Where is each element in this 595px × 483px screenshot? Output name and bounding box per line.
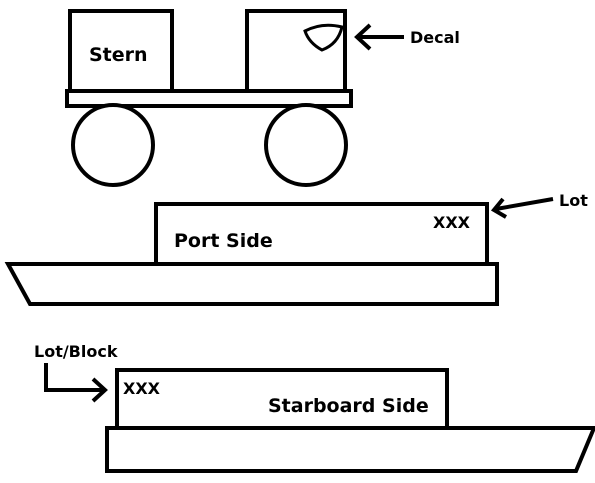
decal-shield-icon [303, 23, 344, 52]
lot-block-arrow-right-icon [91, 377, 108, 403]
lot-label: Lot [559, 191, 588, 210]
lot-arrow-shaft [495, 197, 554, 211]
starboard-side-view: Lot/Block XXX Starboard Side [34, 342, 595, 473]
stern-right-box [245, 9, 347, 93]
starboard-side-label: Starboard Side [268, 395, 429, 417]
port-side-label: Port Side [174, 230, 273, 252]
port-cabin [154, 202, 489, 266]
left-wheel [71, 103, 155, 187]
starboard-cabin [115, 368, 449, 430]
trailer-bar [65, 89, 353, 108]
starboard-hull [105, 426, 595, 473]
port-lot-marker: XXX [433, 213, 471, 232]
lot-arrow-left-icon [490, 197, 508, 219]
right-wheel [264, 103, 348, 187]
decal-label: Decal [410, 28, 460, 47]
lot-block-label: Lot/Block [34, 342, 118, 361]
stern-view: Stern Decal [65, 9, 460, 187]
port-side-view: Port Side XXX Lot [4, 191, 588, 306]
stern-label: Stern [89, 44, 148, 66]
decal-arrow-left-icon [354, 23, 372, 51]
port-hull [4, 262, 499, 306]
starboard-lot-marker: XXX [123, 379, 161, 398]
lot-block-arrow-shaft [44, 363, 104, 392]
